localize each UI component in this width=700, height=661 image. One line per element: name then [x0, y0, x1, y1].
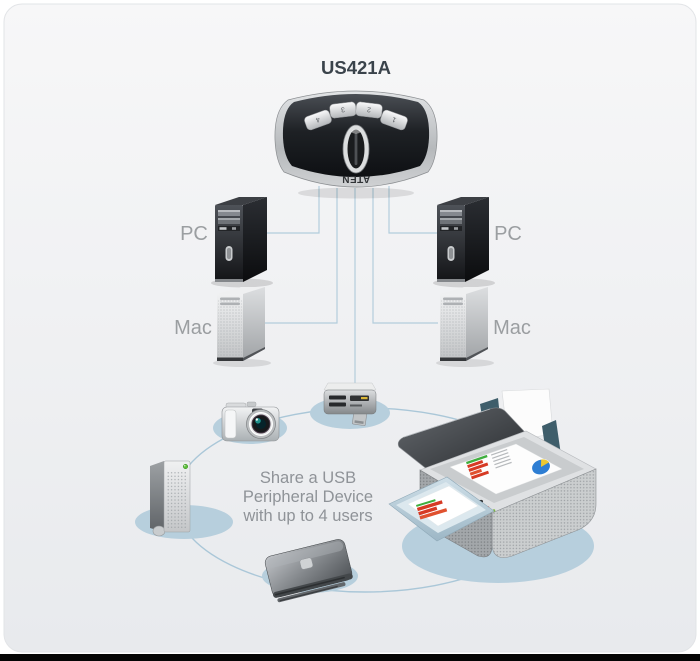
port-button-label: 3 — [340, 105, 345, 112]
port-button-label: 4 — [315, 115, 321, 123]
switch-center-button — [342, 124, 370, 174]
printer-icon — [388, 388, 597, 558]
portable-disk-drive-icon — [264, 539, 353, 603]
connection-lines — [263, 186, 441, 386]
external-hard-drive-icon — [150, 460, 191, 537]
connection-line-mac-left — [263, 188, 338, 324]
printed-page-chart — [416, 499, 448, 520]
document-bar-chart — [466, 448, 512, 480]
usb-switch-device: 4 3 2 1 ATEN — [274, 90, 438, 199]
port-select-buttons: 4 3 2 1 — [304, 101, 408, 131]
connection-line-mac-right — [372, 188, 438, 324]
port-button-label: 1 — [391, 115, 397, 123]
tagline-line-2: Peripheral Device — [243, 488, 373, 506]
digital-camera-icon — [221, 401, 280, 442]
drive-logo — [299, 557, 314, 570]
mac-label-left: Mac — [174, 317, 212, 339]
document-pie-chart — [531, 458, 551, 476]
connection-line-pc-left — [267, 186, 320, 234]
pc-label-right: PC — [494, 223, 522, 245]
bottom-bar — [0, 654, 700, 661]
tagline: Share a USB Peripheral Device with up to… — [242, 469, 373, 525]
mac-label-right: Mac — [493, 317, 531, 339]
usb-card-reader-icon — [323, 382, 377, 426]
power-led — [182, 463, 189, 470]
connection-line-pc-right — [388, 186, 441, 234]
port-button-label: 2 — [367, 105, 372, 112]
scanned-document — [449, 443, 563, 495]
brand-logo: ATEN — [342, 173, 370, 184]
pc-label-left: PC — [180, 223, 208, 245]
card-slot-contacts — [361, 397, 368, 400]
model-title: US421A — [321, 57, 391, 78]
tagline-line-3: with up to 4 users — [242, 507, 372, 525]
tagline-line-1: Share a USB — [260, 469, 356, 487]
